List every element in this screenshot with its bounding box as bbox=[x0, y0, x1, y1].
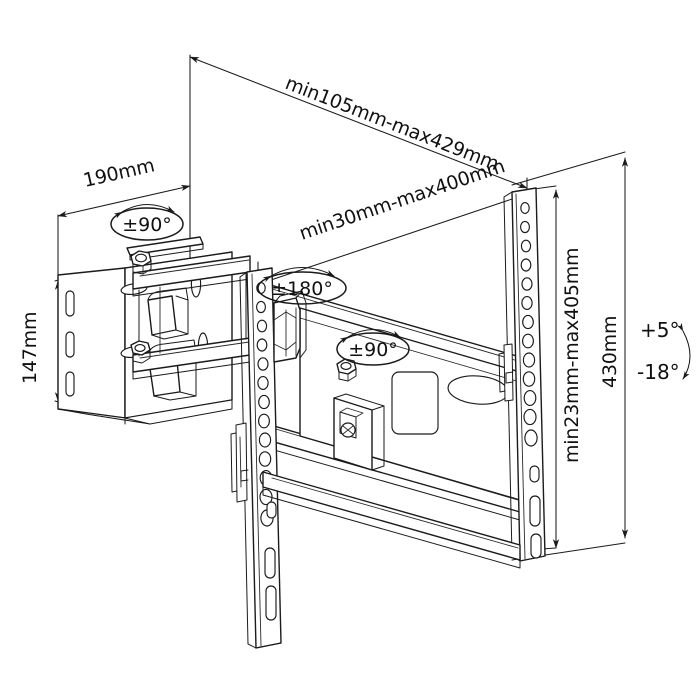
angle-label-swivel-arm: ±90° bbox=[348, 339, 398, 361]
angle-callout-rotation: ±180° bbox=[257, 267, 347, 305]
left-vertical-rail bbox=[230, 267, 282, 649]
mid-arm-swivel-joint bbox=[333, 393, 385, 471]
dimension-overall-height: 430mm bbox=[599, 157, 629, 539]
angle-callout-swivel-arm: ±90° bbox=[336, 328, 410, 366]
left-rail-slot-column bbox=[264, 501, 277, 621]
mid-arm-pivot-bolt bbox=[336, 358, 357, 382]
horizontal-crossbar bbox=[262, 471, 521, 569]
tilt-angle-callout: +5° -18° bbox=[637, 318, 691, 384]
right-rail-slot-column bbox=[529, 465, 542, 559]
dimension-label-extension-full: min105mm-max429mm bbox=[282, 72, 502, 175]
angle-label-rotation: ±180° bbox=[271, 278, 333, 300]
right-vertical-rail bbox=[498, 187, 546, 562]
dimension-label-overall-height: 430mm bbox=[599, 316, 621, 388]
dimension-label-extension-arm: min30mm-max400mm bbox=[297, 155, 508, 245]
dimension-extension-arm: min30mm-max400mm bbox=[261, 155, 528, 284]
tilt-arc-icon bbox=[676, 322, 691, 380]
left-rail-hole-column bbox=[256, 282, 274, 527]
rotation-pivot-block bbox=[273, 290, 307, 363]
dimension-label-screen-rail-span: min23mm-max405mm bbox=[561, 248, 583, 463]
angle-label-tilt-up: +5° bbox=[640, 318, 679, 342]
wall-plate-pivot-bolt bbox=[130, 250, 152, 275]
angle-callout-swivel-wall: ±90° bbox=[110, 203, 184, 241]
right-rail-hole-column bbox=[520, 202, 538, 447]
top-tie-bar bbox=[126, 236, 204, 261]
dimension-label-plate-height: 147mm bbox=[19, 312, 41, 384]
dimension-screen-rail-span: min23mm-max405mm bbox=[552, 189, 583, 549]
wall-plate-lower-bolt bbox=[130, 340, 151, 364]
dimension-plate-width: 190mm bbox=[57, 154, 191, 218]
angle-label-swivel-wall: ±90° bbox=[122, 214, 172, 236]
angle-label-tilt-down: -18° bbox=[637, 360, 680, 384]
dimension-label-plate-width: 190mm bbox=[81, 154, 156, 191]
